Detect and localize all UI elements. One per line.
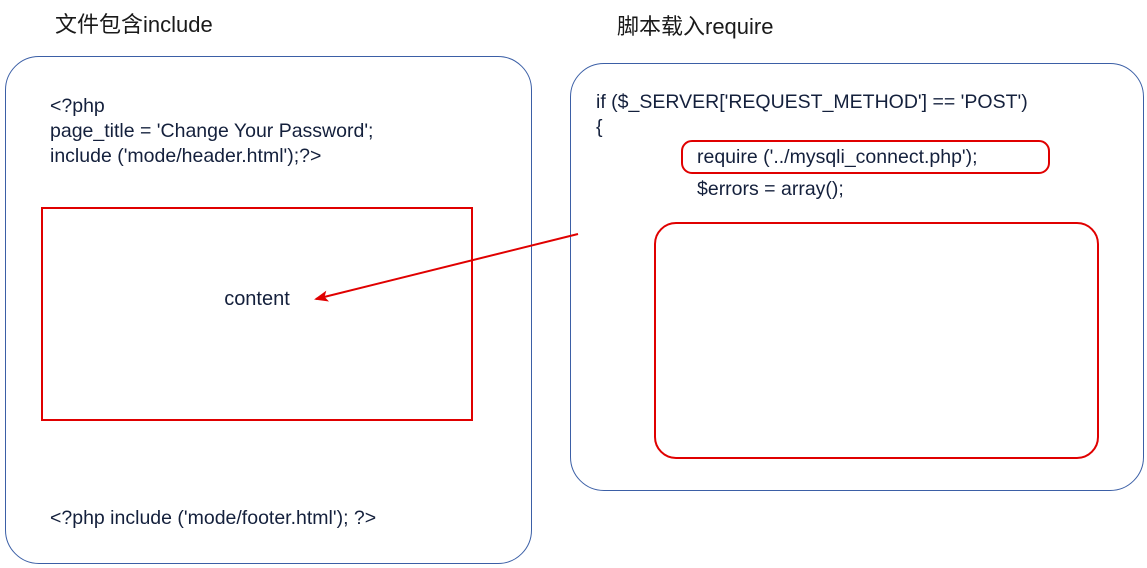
include-file-container xyxy=(5,56,532,564)
content-label: content xyxy=(224,288,290,310)
require-panel-title: 脚本载入require xyxy=(617,14,774,39)
include-header-code: <?php page_title = 'Change Your Password… xyxy=(50,95,374,167)
errors-array-code: $errors = array(); xyxy=(697,178,844,200)
include-panel-title: 文件包含include xyxy=(55,12,213,37)
include-footer-code: <?php include ('mode/footer.html'); ?> xyxy=(50,507,377,529)
require-statement-code: require ('../mysqli_connect.php'); xyxy=(697,146,978,168)
content-placeholder-box xyxy=(41,207,473,421)
require-header-code: if ($_SERVER['REQUEST_METHOD'] == 'POST'… xyxy=(596,91,1028,138)
require-body-box xyxy=(654,222,1099,459)
require-statement-highlight-box xyxy=(681,140,1050,174)
